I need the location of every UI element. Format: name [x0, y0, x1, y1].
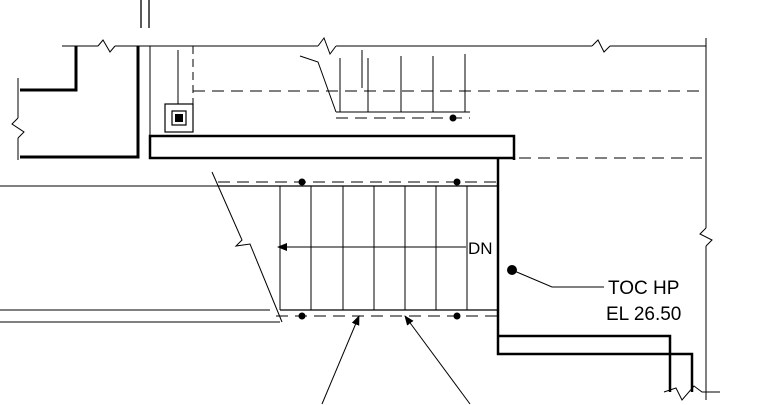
lower-wall-break: [663, 385, 720, 401]
hidden-lines: [193, 90, 706, 159]
lower-stair-flight: [211, 171, 498, 323]
top-break-lines: [140, 0, 150, 28]
upper-stair-flight: [299, 50, 470, 122]
elevation-callout: TOC HP EL 26.50: [507, 265, 681, 325]
stair-side-wall: [496, 158, 694, 392]
grade-lines: [0, 185, 280, 323]
callout-line-1: TOC HP: [608, 278, 679, 299]
left-wall-break: [11, 78, 25, 160]
upper-edge-line: [62, 36, 706, 56]
post-column: [149, 46, 194, 140]
callout-line-2: EL 26.50: [606, 304, 681, 325]
stair-direction-label: DN: [468, 239, 493, 258]
left-wall: [20, 46, 140, 159]
landing-slab: [148, 134, 516, 160]
right-boundary: [699, 38, 713, 400]
leader-lines: [321, 315, 471, 405]
